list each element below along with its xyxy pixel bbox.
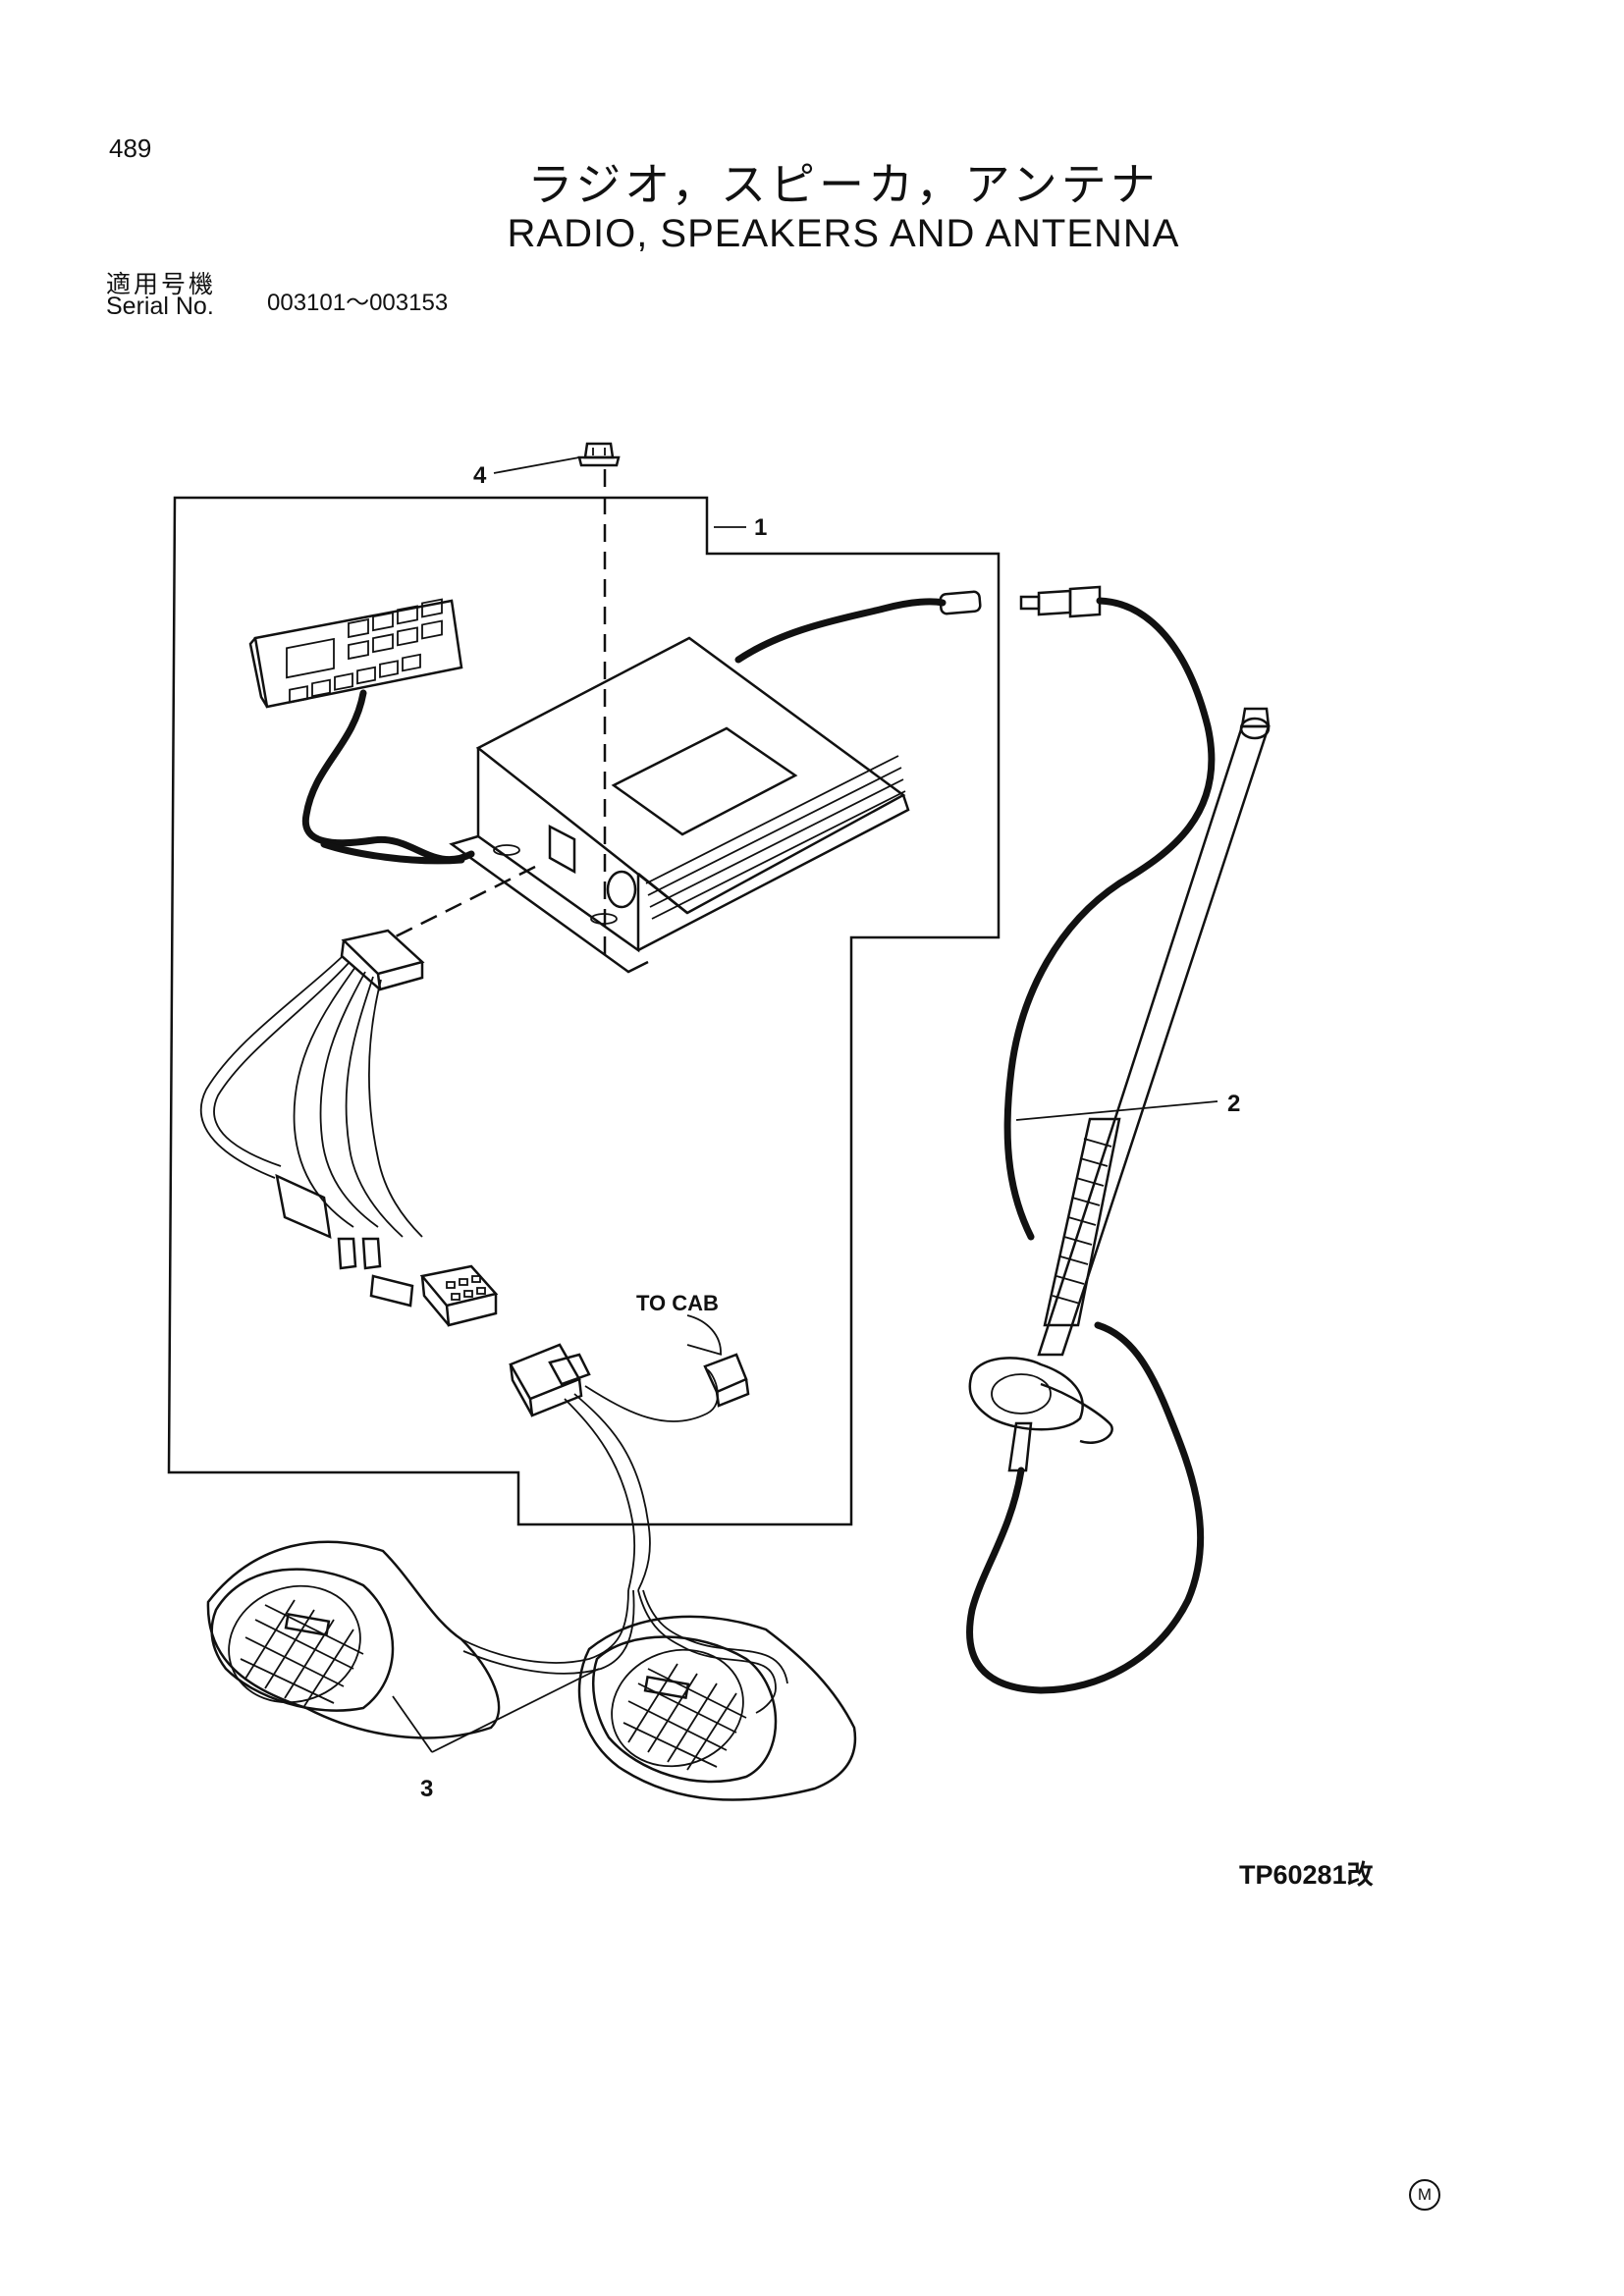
part-4-bolt: [577, 442, 621, 467]
callout-2: 2: [1227, 1091, 1240, 1117]
page-title-english: RADIO, SPEAKERS AND ANTENNA: [507, 212, 1180, 255]
assembly-1-outline: [167, 496, 1001, 1526]
leader-3-b: [431, 1668, 600, 1753]
leader-2: [1015, 1100, 1218, 1121]
page-number: 489: [109, 133, 152, 163]
serial-label-english: Serial No.: [106, 293, 214, 320]
radio-control-head: [248, 598, 463, 709]
serial-range: 003101～003153: [267, 290, 449, 316]
label-to-cab: TO CAB: [636, 1291, 719, 1315]
callout-3: 3: [420, 1776, 433, 1802]
serial-label-japanese: 適用号機: [106, 270, 217, 298]
radio-main-unit: [449, 636, 910, 974]
part-2-antenna: [966, 585, 1271, 1694]
page-title-japanese: ラジオ，スピーカ，アンテナ: [527, 158, 1160, 211]
leader-to-cab: [686, 1344, 723, 1356]
circled-m-mark: M: [1409, 2179, 1440, 2211]
callout-1: 1: [754, 514, 767, 541]
wire-harness: [199, 929, 750, 1591]
leader-4: [493, 456, 580, 474]
callout-4: 4: [473, 462, 487, 489]
leader-3-a: [392, 1695, 433, 1753]
figure-code: TP60281改: [1239, 1860, 1374, 1890]
speaker-right: [577, 1615, 857, 1801]
speaker-left: [206, 1540, 501, 1739]
